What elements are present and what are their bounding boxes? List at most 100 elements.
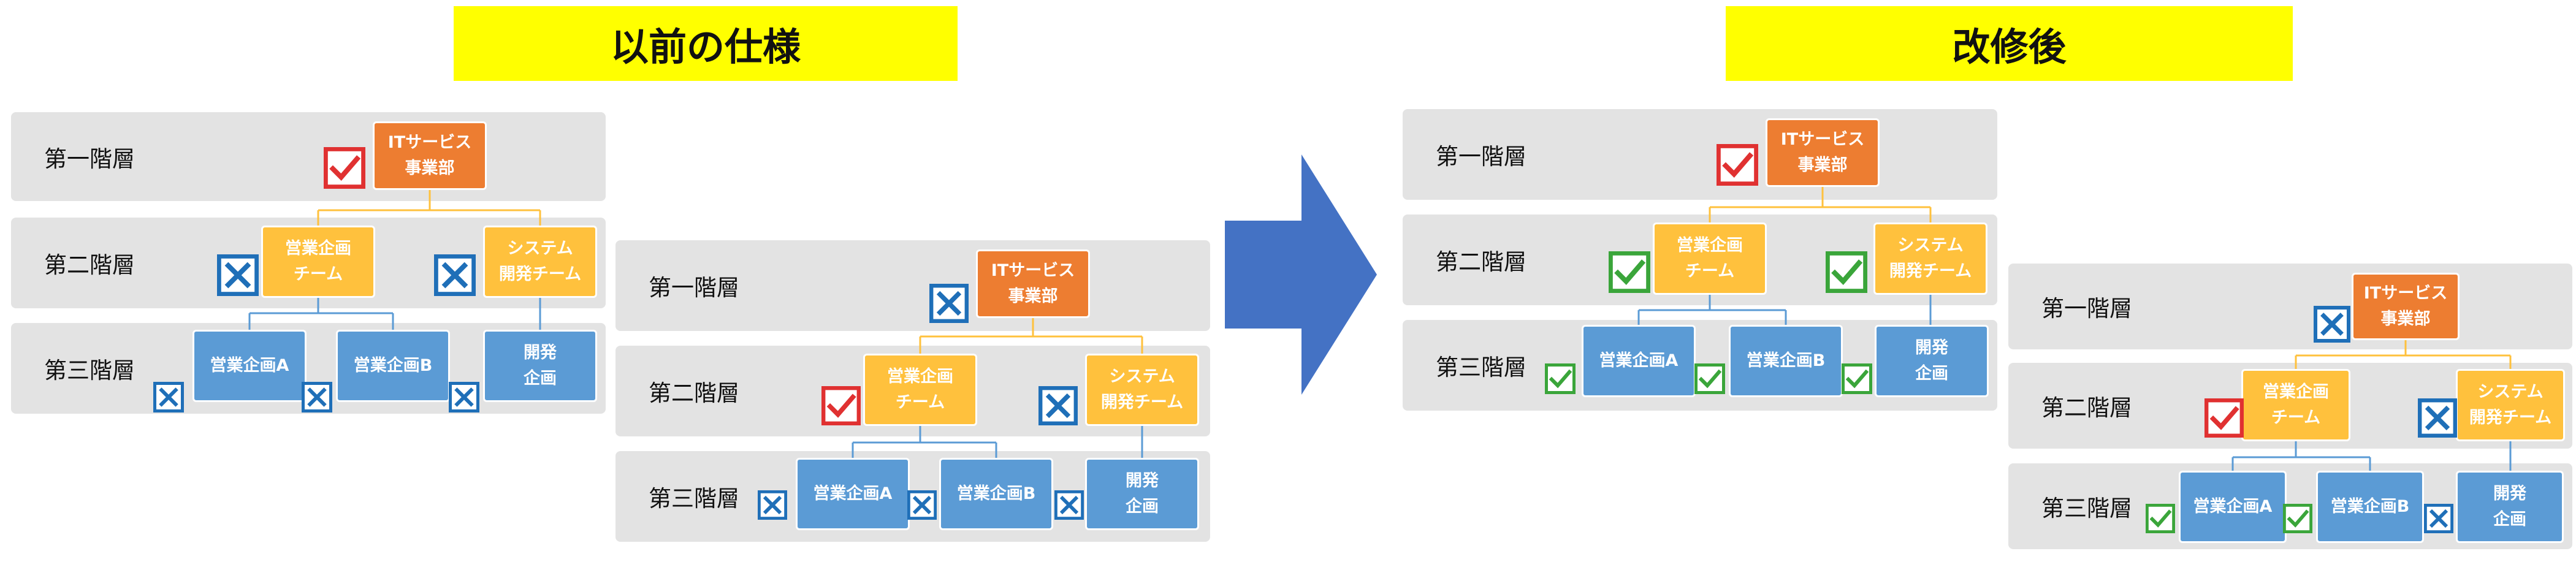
node-label: システム <box>507 239 573 259</box>
transition-arrow <box>1225 154 1377 395</box>
node-label: 開発チーム <box>1889 262 1972 281</box>
node-salesA: 営業企画A <box>1582 325 1696 397</box>
node-sales: 営業企画チーム <box>863 354 977 426</box>
node-root: ITサービス事業部 <box>373 121 487 190</box>
node-label: 営業企画 <box>285 239 351 259</box>
checkbox-dev-cross-icon[interactable] <box>1054 490 1084 520</box>
checkbox-dev-cross-icon[interactable] <box>449 382 479 412</box>
checkbox-salesB-check-icon[interactable] <box>1694 363 1725 394</box>
node-label: 営業企画 <box>2263 382 2329 402</box>
checkbox-root-cross-icon[interactable] <box>929 284 969 323</box>
node-system: システム開発チーム <box>1873 222 1987 295</box>
level-label-3: 第三階層 <box>649 485 739 512</box>
node-label: 事業部 <box>2380 310 2431 329</box>
node-label: ITサービス <box>2363 284 2448 303</box>
checkbox-system-cross-icon[interactable] <box>1038 386 1078 425</box>
diagram-before-1: 第一階層第二階層第三階層 ITサービス事業部営業企画チーム システム開発チーム営業企… <box>11 112 606 414</box>
level-label-2: 第二階層 <box>44 252 135 278</box>
node-label: 事業部 <box>405 159 455 178</box>
node-root: ITサービス事業部 <box>2352 273 2460 340</box>
level-label-3: 第三階層 <box>1436 354 1526 381</box>
checkbox-salesB-cross-icon[interactable] <box>302 382 332 412</box>
node-salesB: 営業企画B <box>2316 471 2424 543</box>
checkbox-system-check-icon[interactable] <box>1826 251 1867 293</box>
level-band-1 <box>615 240 1210 331</box>
checkbox-salesA-cross-icon[interactable] <box>153 382 184 412</box>
checkbox-salesB-cross-icon[interactable] <box>907 490 937 520</box>
node-salesA: 営業企画A <box>2179 471 2287 543</box>
node-label: チーム <box>1685 262 1735 281</box>
node-label: 営業企画 <box>1677 236 1743 256</box>
checkbox-root-check-icon[interactable] <box>324 147 365 189</box>
node-system: システム開発チーム <box>483 226 597 298</box>
level-label-3: 第三階層 <box>2041 495 2132 522</box>
node-salesB: 営業企画B <box>336 330 450 402</box>
node-label: ITサービス <box>1780 130 1865 150</box>
node-dev: 開発企画 <box>2456 471 2564 543</box>
checkbox-salesA-check-icon[interactable] <box>1545 363 1576 394</box>
level-label-3: 第三階層 <box>44 357 135 384</box>
node-label: 企画 <box>524 369 557 388</box>
node-label: システム <box>1109 367 1175 387</box>
node-label: 企画 <box>2493 510 2526 529</box>
node-label: 開発 <box>2493 484 2526 504</box>
checkbox-root-check-icon[interactable] <box>1717 144 1758 186</box>
level-label-1: 第一階層 <box>44 145 135 172</box>
node-label: 営業企画B <box>956 484 1036 504</box>
node-label: 開発 <box>1915 338 1948 358</box>
checkbox-sales-check-icon[interactable] <box>821 386 861 425</box>
node-label: 企画 <box>1915 364 1948 383</box>
checkbox-system-cross-icon[interactable] <box>434 254 476 296</box>
node-label: 営業企画 <box>887 367 953 387</box>
level-label-1: 第一階層 <box>1436 143 1526 170</box>
checkbox-salesA-check-icon[interactable] <box>2146 504 2175 533</box>
before-title: 以前の仕様 <box>454 6 958 81</box>
node-label: 営業企画B <box>2330 497 2410 517</box>
node-label: 開発 <box>524 343 557 363</box>
checkbox-dev-check-icon[interactable] <box>1842 363 1872 394</box>
checkbox-sales-check-icon[interactable] <box>2204 398 2244 438</box>
node-salesA: 営業企画A <box>796 458 910 530</box>
node-label: 事業部 <box>1797 156 1848 175</box>
node-system: システム開発チーム <box>1085 354 1199 426</box>
node-salesA: 営業企画A <box>192 330 307 402</box>
node-label: 企画 <box>1126 497 1159 516</box>
node-label: 営業企画A <box>813 484 893 504</box>
node-dev: 開発企画 <box>1875 325 1989 397</box>
node-system: システム開発チーム <box>2456 369 2565 441</box>
node-label: チーム <box>2271 408 2321 427</box>
checkbox-dev-cross-icon[interactable] <box>2424 504 2453 533</box>
node-label: 事業部 <box>1008 287 1058 306</box>
node-label: ITサービス <box>387 133 472 153</box>
level-label-2: 第二階層 <box>2041 395 2132 421</box>
level-band-1 <box>2008 264 2572 349</box>
node-label: システム <box>2477 382 2544 402</box>
checkbox-sales-check-icon[interactable] <box>1609 251 1650 293</box>
node-label: チーム <box>895 393 945 412</box>
checkbox-salesB-check-icon[interactable] <box>2283 504 2312 533</box>
node-label: 開発 <box>1126 471 1159 491</box>
node-label: 開発チーム <box>1100 393 1184 412</box>
node-salesB: 営業企画B <box>1729 325 1843 397</box>
checkbox-salesA-cross-icon[interactable] <box>758 490 787 520</box>
node-sales: 営業企画チーム <box>1653 222 1767 295</box>
checkbox-sales-cross-icon[interactable] <box>217 254 259 296</box>
node-label: システム <box>1897 236 1964 256</box>
node-label: 営業企画A <box>2193 497 2273 517</box>
checkbox-system-cross-icon[interactable] <box>2418 398 2457 438</box>
checkbox-root-cross-icon[interactable] <box>2314 306 2350 343</box>
node-sales: 営業企画チーム <box>2241 369 2350 441</box>
level-band-1 <box>11 112 606 201</box>
node-salesB: 営業企画B <box>939 458 1053 530</box>
node-root: ITサービス事業部 <box>1766 118 1880 187</box>
node-label: ITサービス <box>991 261 1075 281</box>
level-label-1: 第一階層 <box>2041 295 2132 322</box>
after-title: 改修後 <box>1726 6 2293 81</box>
node-label: チーム <box>293 265 343 284</box>
node-dev: 開発企画 <box>1085 458 1199 530</box>
node-label: 営業企画B <box>353 356 433 376</box>
node-label: 開発チーム <box>2469 408 2552 427</box>
